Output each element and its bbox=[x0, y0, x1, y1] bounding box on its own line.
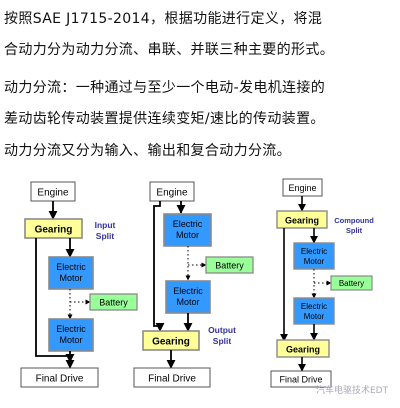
engine-label: Engine bbox=[37, 188, 69, 199]
power-split-diagrams: Engine Gearing Input Split Electric Moto… bbox=[20, 178, 374, 388]
paragraph-power-split: 动力分流：一种通过与至少一个电动-发电机连接的 差动齿轮传动装置提供连续变矩/速… bbox=[0, 73, 400, 135]
output-split-diagram: Engine Electric Motor Battery Electric M… bbox=[133, 181, 254, 388]
final-drive-box bbox=[270, 370, 332, 388]
final-drive-box bbox=[133, 367, 211, 388]
final-drive-label: Final Drive bbox=[279, 375, 322, 385]
final-drive-label: Final Drive bbox=[148, 374, 196, 385]
motor-label: Electric bbox=[173, 219, 203, 229]
electric-motor-box bbox=[163, 213, 212, 247]
watermark: 汽车电驱技术EDT bbox=[316, 386, 389, 396]
paragraph-definition: 按照SAE J1715-2014，根据功能进行定义，将混 合动力分为动力分流、串… bbox=[0, 4, 400, 66]
motor-label: Motor bbox=[59, 335, 82, 345]
diagram-title: Output bbox=[208, 325, 236, 335]
motor-label: Electric bbox=[301, 247, 327, 256]
paragraph-line: 动力分流：一种通过与至少一个电动-发电机连接的 bbox=[4, 80, 326, 96]
electric-motor-box bbox=[165, 280, 211, 314]
motor-label: Motor bbox=[59, 273, 82, 283]
final-drive-label: Final Drive bbox=[36, 374, 84, 385]
electric-motor-box bbox=[293, 242, 335, 270]
electric-motor-box bbox=[48, 318, 94, 352]
battery-box bbox=[330, 275, 373, 291]
motor-label: Motor bbox=[176, 297, 199, 307]
motor-label: Electric bbox=[301, 302, 327, 311]
diagram-title: Split bbox=[346, 226, 363, 235]
motor-label: Electric bbox=[56, 262, 86, 272]
paragraph-line: 差动齿轮传动装置提供连续变矩/速比的传动装置。 bbox=[4, 111, 325, 127]
paragraph-line: 合动力分为动力分流、串联、并联三种主要的形式。 bbox=[4, 42, 335, 58]
final-drive-box bbox=[20, 367, 99, 388]
gearing-label: Gearing bbox=[285, 216, 319, 226]
engine-label: Engine bbox=[288, 183, 316, 193]
gearing-label: Gearing bbox=[286, 345, 320, 355]
engine-box bbox=[149, 181, 195, 202]
gearing-label: Gearing bbox=[152, 337, 190, 348]
gearing-box bbox=[276, 339, 330, 358]
battery-label: Battery bbox=[215, 261, 244, 271]
motor-label: Motor bbox=[304, 257, 325, 266]
motor-label: Motor bbox=[304, 312, 325, 321]
arrow bbox=[153, 201, 165, 332]
diagram-title: Split bbox=[96, 231, 115, 241]
gearing-box bbox=[24, 218, 83, 239]
diagram-title: Compound bbox=[334, 216, 374, 225]
gearing-box bbox=[276, 210, 328, 229]
compound-split-diagram: Engine Gearing Compound Split Electric M… bbox=[270, 178, 374, 388]
paragraph-line: 按照SAE J1715-2014，根据功能进行定义，将混 bbox=[4, 11, 323, 27]
paragraph-split-types: 动力分流又分为输入、输出和复合动力分流。 bbox=[0, 136, 400, 167]
diagram-title: Split bbox=[213, 336, 232, 346]
battery-box bbox=[205, 256, 254, 274]
battery-label: Battery bbox=[99, 298, 128, 308]
battery-label: Battery bbox=[339, 279, 364, 288]
electric-motor-box bbox=[48, 256, 94, 290]
battery-box bbox=[89, 293, 138, 311]
paragraph-line: 动力分流又分为输入、输出和复合动力分流。 bbox=[4, 143, 291, 159]
input-split-diagram: Engine Gearing Input Split Electric Moto… bbox=[20, 181, 138, 388]
engine-label: Engine bbox=[156, 188, 188, 199]
diagram-title: Input bbox=[95, 220, 116, 230]
motor-label: Motor bbox=[176, 230, 199, 240]
motor-label: Electric bbox=[56, 324, 86, 334]
motor-label: Electric bbox=[173, 286, 203, 296]
electric-motor-box bbox=[293, 297, 335, 325]
gearing-label: Gearing bbox=[35, 225, 73, 236]
